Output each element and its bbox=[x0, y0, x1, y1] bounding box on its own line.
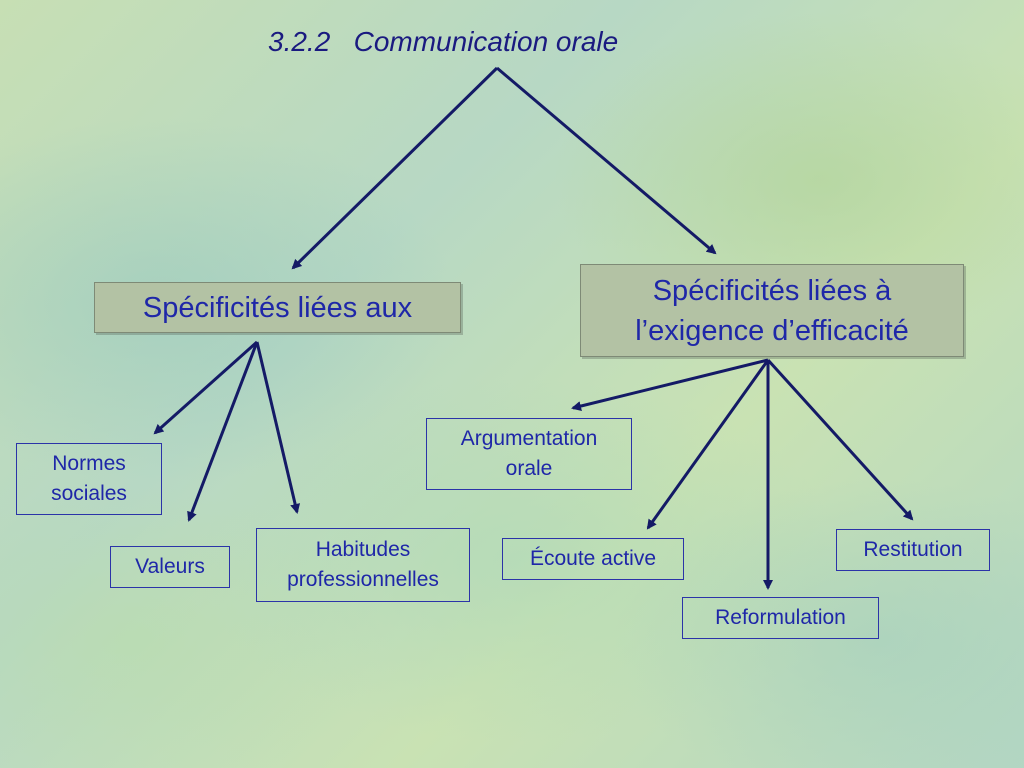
node-label-line: Habitudes bbox=[315, 538, 411, 561]
node-habitudes-professionnelles: Habitudes professionnelles bbox=[256, 528, 470, 602]
arrow-left-main-to-habitudes bbox=[255, 341, 301, 514]
node-argumentation-orale: Argumentation orale bbox=[426, 418, 632, 490]
node-label-line: Écoute active bbox=[529, 547, 657, 570]
node-label-line: Spécificités liées aux bbox=[142, 291, 413, 324]
arrow-right-main-to-argumentation bbox=[571, 358, 769, 411]
node-restitution: Restitution bbox=[836, 529, 990, 571]
arrow-right-main-to-ecoute bbox=[646, 359, 770, 530]
node-label-line: Argumentation bbox=[460, 427, 598, 450]
node-specificites-aux: Spécificités liées aux bbox=[94, 282, 461, 333]
node-label-line: l’exigence d’efficacité bbox=[635, 314, 909, 347]
node-label-line: sociales bbox=[51, 482, 127, 505]
node-label-line: professionnelles bbox=[287, 568, 439, 591]
node-label-line: Reformulation bbox=[715, 606, 846, 629]
node-label-line: Restitution bbox=[863, 538, 963, 561]
arrow-title-to-left-main bbox=[291, 66, 499, 270]
node-specificites-efficacite: Spécificités liées à l’exigence d’effica… bbox=[580, 264, 964, 357]
node-reformulation: Reformulation bbox=[682, 597, 879, 639]
node-ecoute-active: Écoute active bbox=[502, 538, 684, 580]
node-label-line: orale bbox=[505, 457, 553, 480]
node-normes-sociales: Normes sociales bbox=[16, 443, 162, 515]
node-label-line: Valeurs bbox=[135, 555, 205, 578]
arrow-right-main-to-restitution bbox=[766, 358, 914, 521]
node-valeurs: Valeurs bbox=[110, 546, 230, 588]
node-label-line: Normes bbox=[52, 452, 126, 475]
node-label-line: Spécificités liées à bbox=[652, 274, 892, 307]
arrow-title-to-right-main bbox=[496, 66, 717, 255]
arrow-left-main-to-normes bbox=[153, 340, 258, 435]
arrow-left-main-to-valeurs bbox=[187, 341, 259, 522]
diagram-title: 3.2.2 Communication orale bbox=[268, 26, 619, 57]
